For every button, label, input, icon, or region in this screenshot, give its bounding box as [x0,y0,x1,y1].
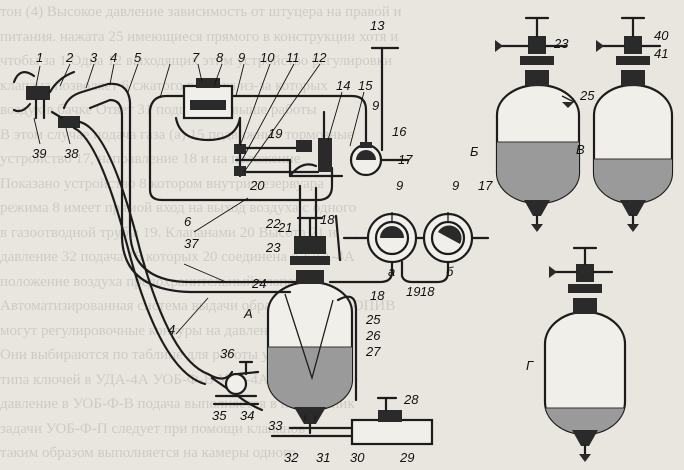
label-35: 35 [212,408,227,423]
label-17-mid: 17 [398,152,413,167]
position-labels: А Б В Г а б [243,142,585,373]
label-25-main: 25 [365,312,381,327]
label-36: 36 [220,346,235,361]
label-position-b: Б [470,144,479,159]
label-18-bottom-left: 18 [370,288,385,303]
tank-position-g [543,246,627,462]
label-position-a: А [243,306,253,321]
label-39: 39 [32,146,46,161]
label-40: 40 [654,28,669,43]
label-24: 24 [251,276,266,291]
label-6: 6 [184,214,192,229]
label-19-bottom: 19 [406,284,420,299]
label-7: 7 [192,50,200,65]
label-15: 15 [358,78,373,93]
label-31: 31 [316,450,330,465]
label-27: 27 [365,344,381,359]
label-9-b: 9 [452,178,459,193]
label-3: 3 [90,50,98,65]
main-tank [266,216,354,435]
label-25-right: 25 [579,88,595,103]
label-28: 28 [403,392,419,407]
label-34: 34 [240,408,254,423]
label-33: 33 [268,418,283,433]
pipelines [72,46,450,446]
label-37: 37 [184,236,199,251]
label-position-g: Г [526,358,534,373]
label-21: 21 [277,220,292,235]
label-18-bottom-right: 18 [420,284,435,299]
leader-lines [33,63,365,335]
label-32: 32 [284,450,299,465]
label-16: 16 [392,124,407,139]
label-4-lower: 4 [168,322,175,337]
label-19-mid: 19 [268,126,282,141]
valve-position-a [334,212,418,264]
label-22: 22 [265,216,281,231]
label-8: 8 [216,50,224,65]
valve-position-b [414,212,490,264]
label-41: 41 [654,46,668,61]
pressure-regulator [174,78,246,178]
label-9-a: 9 [396,178,403,193]
label-position-v: В [576,142,585,157]
label-12: 12 [312,50,327,65]
label-26: 26 [365,328,381,343]
label-4: 4 [110,50,117,65]
gauge-and-switch-assembly [288,110,332,178]
label-30: 30 [350,450,365,465]
label-14: 14 [336,78,350,93]
label-17-b: 17 [478,178,493,193]
part-labels: 1 2 3 4 5 6 7 8 9 10 11 12 13 14 15 9 16… [32,18,669,465]
label-9-top: 9 [238,50,245,65]
label-9-mid: 9 [372,98,379,113]
nozzle-assembly [12,70,84,128]
label-20: 20 [249,178,265,193]
label-23-main: 23 [265,240,281,255]
label-38: 38 [64,146,79,161]
rotary-valve-main [349,142,410,177]
label-2: 2 [65,50,74,65]
label-valve-a: а [388,264,395,279]
tank-position-b [495,16,581,232]
label-1: 1 [36,50,43,65]
label-10: 10 [260,50,275,65]
label-5: 5 [134,50,142,65]
label-13: 13 [370,18,385,33]
tank-position-v [592,16,674,232]
label-29: 29 [399,450,414,465]
label-18-top: 18 [320,212,335,227]
pump-assembly [212,360,260,406]
label-23-right: 23 [553,36,569,51]
label-valve-b: б [446,264,454,279]
label-11: 11 [286,50,300,65]
